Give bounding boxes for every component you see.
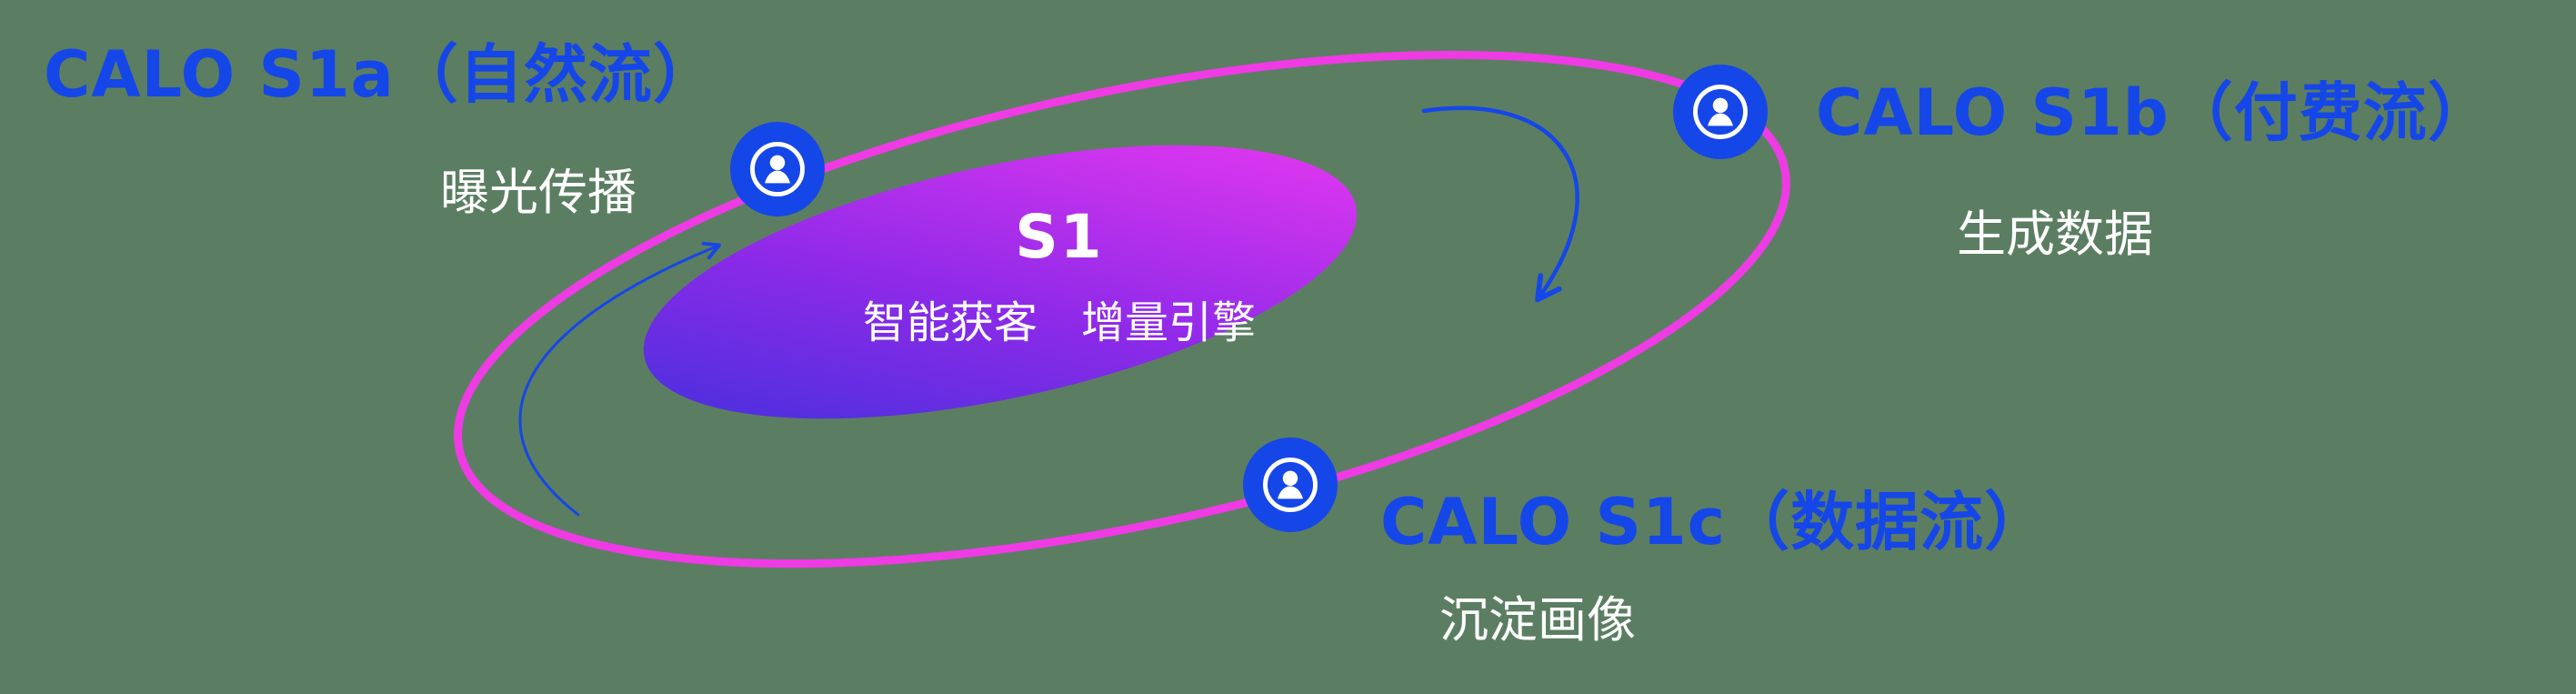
core-ellipse bbox=[643, 145, 1358, 419]
node-s1c-sublabel: 沉淀画像 bbox=[1439, 591, 1636, 649]
flow-arrow-left-icon bbox=[518, 241, 722, 517]
user-circle-icon bbox=[750, 142, 805, 196]
orbit-ring bbox=[454, 50, 1790, 568]
node-s1b bbox=[1673, 65, 1768, 159]
node-s1b-sublabel: 生成数据 bbox=[1957, 206, 2153, 263]
node-s1c-label: CALO S1c（数据流） bbox=[1380, 485, 2050, 559]
core-title: S1 bbox=[1015, 202, 1104, 272]
flow-arrow-right-icon bbox=[1421, 106, 1579, 303]
core-label-group: S1 智能获客 增量引擎 bbox=[863, 202, 1256, 350]
node-s1b-label: CALO S1b（付费流） bbox=[1816, 75, 2492, 150]
node-s1a bbox=[730, 122, 825, 216]
node-s1a-label: CALO S1a（自然流） bbox=[44, 37, 717, 112]
node-s1a-sublabel: 曝光传播 bbox=[440, 164, 636, 221]
user-circle-icon bbox=[1693, 85, 1748, 139]
user-circle-icon bbox=[1263, 458, 1318, 512]
node-s1c bbox=[1243, 438, 1338, 532]
core-subtitle: 智能获客 增量引擎 bbox=[862, 297, 1257, 348]
